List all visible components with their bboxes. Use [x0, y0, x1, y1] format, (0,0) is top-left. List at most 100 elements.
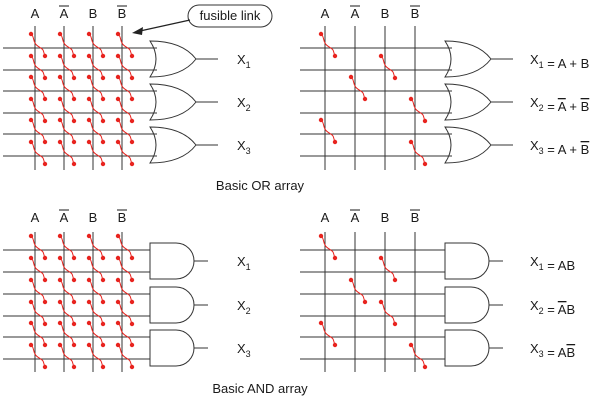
callout-bubble: [187, 4, 273, 28]
fuse-dot: [115, 74, 121, 80]
fuse-dot: [42, 364, 48, 370]
fusible-link: [59, 33, 75, 57]
fusible-link: [88, 119, 104, 143]
fusible-link: [320, 235, 336, 259]
fuse-dot: [115, 342, 121, 348]
output-label: X2: [237, 298, 251, 316]
callout-pointer: [139, 19, 191, 32]
fusible-link: [117, 344, 133, 368]
fuse-dot: [86, 299, 92, 305]
fuse-dot: [115, 31, 121, 37]
fuse-dot: [129, 342, 135, 348]
fusible-link: [88, 257, 104, 281]
fuse-dot: [71, 139, 77, 145]
output-label: X3 = AB: [530, 341, 575, 360]
fusible-link: [59, 279, 75, 303]
fuse-dot: [42, 118, 48, 124]
fuse-dot: [129, 75, 135, 81]
column-label: A: [60, 6, 69, 21]
fusible-link: [88, 55, 104, 79]
fusible-link: [59, 301, 75, 325]
fuse-dot: [362, 96, 368, 102]
column-label: A: [351, 6, 360, 21]
fusible-link: [88, 301, 104, 325]
fusible-link: [88, 279, 104, 303]
fuse-dot: [115, 320, 121, 326]
fuse-dot: [318, 320, 324, 326]
fuse-dot: [318, 31, 324, 37]
fusible-link: [117, 257, 133, 281]
fuse-dot: [100, 342, 106, 348]
fuse-dot: [28, 117, 34, 123]
fuse-dot: [129, 139, 135, 145]
column-label: A: [60, 210, 69, 225]
fuse-dot: [129, 255, 135, 261]
or-gate: [149, 83, 197, 121]
fuse-dot: [42, 299, 48, 305]
and-gate: [149, 286, 195, 324]
fuse-dot: [57, 320, 63, 326]
fuse-dot: [129, 364, 135, 370]
and-gate: [149, 242, 195, 280]
fusible-link: [88, 344, 104, 368]
fuse-dot: [42, 321, 48, 327]
fuse-dot: [129, 53, 135, 59]
fuse-dot: [100, 299, 106, 305]
fusible-link: [380, 301, 396, 325]
fuse-dot: [100, 139, 106, 145]
fuse-dot: [332, 139, 338, 145]
fuse-dot: [86, 233, 92, 239]
fuse-dot: [28, 74, 34, 80]
fuse-dot: [28, 342, 34, 348]
and-gate: [444, 242, 490, 280]
fusible-link: [350, 76, 366, 100]
fuse-dot: [86, 320, 92, 326]
fuse-dot: [57, 139, 63, 145]
fusible-link: [59, 257, 75, 281]
column-label: A: [31, 210, 40, 225]
fuse-dot: [408, 342, 414, 348]
fuse-dot: [129, 118, 135, 124]
fusible-link: [117, 141, 133, 165]
fuse-dot: [392, 321, 398, 327]
fusible-link: [88, 141, 104, 165]
output-label: X1 = A + B: [530, 52, 589, 71]
fusible-link: [30, 55, 46, 79]
fuse-dot: [71, 277, 77, 283]
fusible-link: [59, 235, 75, 259]
fuse-dot: [129, 321, 135, 327]
fusible-link: [30, 33, 46, 57]
fuse-dot: [422, 364, 428, 370]
or-gate: [149, 40, 197, 78]
fuse-dot: [42, 53, 48, 59]
fusible-link: [117, 301, 133, 325]
output-label: X1 = AB: [530, 254, 575, 273]
fuse-dot: [86, 342, 92, 348]
fusible-link: [30, 141, 46, 165]
column-label: B: [411, 6, 420, 21]
fuse-dot: [71, 161, 77, 167]
column-label: B: [381, 210, 390, 225]
fuse-dot: [378, 53, 384, 59]
fuse-dot: [28, 139, 34, 145]
output-label: X2 = AB: [530, 298, 575, 317]
fuse-dot: [100, 321, 106, 327]
fusible-link: [30, 257, 46, 281]
fuse-dot: [71, 321, 77, 327]
fuse-dot: [42, 96, 48, 102]
callout-label: fusible link: [200, 8, 261, 23]
fuse-dot: [86, 96, 92, 102]
fuse-dot: [28, 53, 34, 59]
fuse-dot: [28, 233, 34, 239]
fuse-dot: [71, 96, 77, 102]
fuse-dot: [86, 277, 92, 283]
and-gate: [444, 286, 490, 324]
fuse-dot: [100, 277, 106, 283]
fusible-link: [88, 33, 104, 57]
fuse-dot: [57, 96, 63, 102]
fuse-dot: [100, 255, 106, 261]
fuse-dot: [57, 117, 63, 123]
